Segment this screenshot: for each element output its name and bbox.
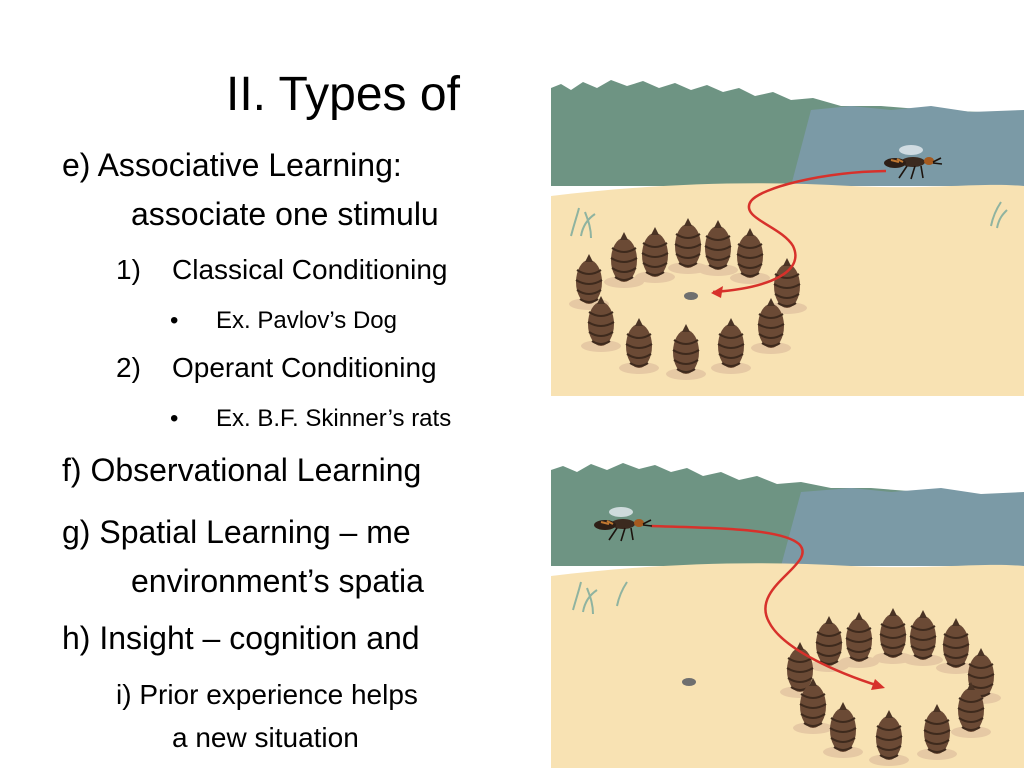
bullet-insight: h) Insight – cognition and	[62, 619, 420, 657]
bullet-text: associate one stimulu	[131, 196, 439, 232]
subbullet-operant-conditioning: 2) Operant Conditioning	[116, 351, 437, 385]
bullet-dot: •	[170, 307, 179, 334]
wasp-nest-illustration-top	[551, 76, 1024, 396]
bullet-spatial-continuation: environment’s spatia	[131, 562, 424, 600]
bullet-text: f) Observational Learning	[62, 452, 422, 488]
bullet-text: environment’s spatia	[131, 563, 424, 599]
wasp-nest-illustration-bottom	[551, 460, 1024, 768]
list-number: 2)	[116, 352, 141, 383]
bullet-dot: •	[170, 405, 179, 432]
bullet-text: h) Insight – cognition and	[62, 620, 420, 656]
slide-title: II. Types of	[226, 68, 460, 121]
bullet-text: Ex. B.F. Skinner’s rats	[216, 405, 452, 432]
bullet-text: e) Associative Learning:	[62, 147, 402, 183]
bullet-text: g) Spatial Learning – me	[62, 514, 411, 550]
bullet-associative-continuation: associate one stimulu	[131, 195, 439, 233]
example-skinner: • Ex. B.F. Skinner’s rats	[170, 404, 451, 434]
example-pavlov: • Ex. Pavlov’s Dog	[170, 306, 397, 336]
list-number: 1)	[116, 254, 141, 285]
bullet-text: Operant Conditioning	[172, 352, 437, 383]
subbullet-classical-conditioning: 1) Classical Conditioning	[116, 253, 447, 287]
bullet-observational-learning: f) Observational Learning	[62, 451, 421, 489]
bullet-associative-learning: e) Associative Learning:	[62, 146, 402, 184]
bullet-text: a new situation	[172, 722, 359, 753]
bullet-text: Classical Conditioning	[172, 254, 448, 285]
bullet-text: Ex. Pavlov’s Dog	[216, 307, 397, 334]
bullet-text: i) Prior experience helps	[116, 679, 418, 710]
subbullet-prior-experience-continuation: a new situation	[172, 721, 359, 755]
bullet-spatial-learning: g) Spatial Learning – me	[62, 513, 411, 551]
subbullet-prior-experience: i) Prior experience helps	[116, 678, 418, 712]
